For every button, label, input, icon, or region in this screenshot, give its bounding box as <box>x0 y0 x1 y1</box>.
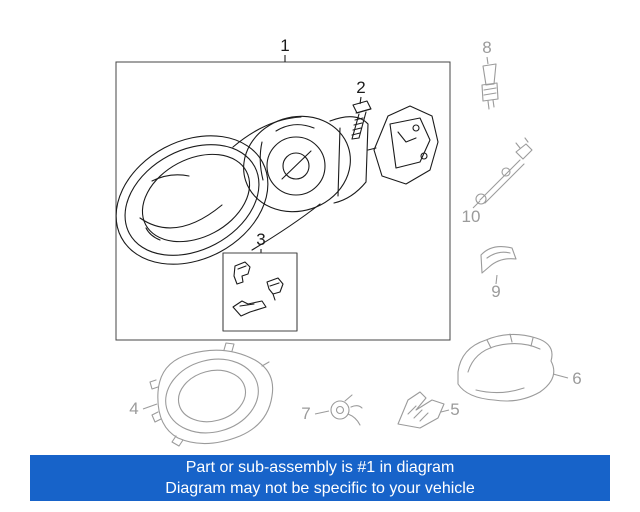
callout-7[interactable]: 7 <box>301 404 330 423</box>
wiring-connector-drawing[interactable] <box>475 137 533 205</box>
banner-line-1: Part or sub-assembly is #1 in diagram <box>185 458 455 476</box>
callout-10-leader <box>472 200 481 209</box>
callout-8-leader <box>486 56 489 65</box>
callout-3-label[interactable]: 3 <box>256 230 265 249</box>
callout-10-label[interactable]: 10 <box>462 207 481 226</box>
callout-10[interactable]: 10 <box>462 200 481 226</box>
diagram-canvas: 1 <box>94 36 582 447</box>
callout-4-leader <box>142 403 158 410</box>
callout-5-leader <box>440 409 450 413</box>
callout-8-label[interactable]: 8 <box>482 38 491 57</box>
callout-4-label[interactable]: 4 <box>129 399 138 418</box>
callout-7-leader <box>314 410 330 415</box>
callout-5[interactable]: 5 <box>440 400 460 419</box>
callout-9-leader <box>495 274 498 285</box>
callout-7-label[interactable]: 7 <box>301 404 310 423</box>
wedge-bulb-drawing[interactable] <box>480 246 517 274</box>
housing-pocket-drawing[interactable] <box>149 342 274 447</box>
callout-1[interactable]: 1 <box>280 36 290 62</box>
callout-9-label[interactable]: 9 <box>491 282 500 301</box>
clips-box-drawing[interactable] <box>222 252 298 332</box>
callout-5-label[interactable]: 5 <box>450 400 459 419</box>
bulb-drawing[interactable] <box>481 63 499 110</box>
main-assembly-box <box>115 61 451 341</box>
callout-3[interactable]: 3 <box>256 230 266 253</box>
callout-6-leader <box>552 373 569 379</box>
callout-8[interactable]: 8 <box>482 38 492 65</box>
banner-line-2: Diagram may not be specific to your vehi… <box>165 479 475 497</box>
callout-2-label[interactable]: 2 <box>356 78 365 97</box>
callout-9[interactable]: 9 <box>491 274 501 301</box>
callout-2[interactable]: 2 <box>356 78 366 105</box>
bolt-drawing[interactable] <box>351 100 372 140</box>
callout-1-label[interactable]: 1 <box>280 36 289 55</box>
bracket-drawing[interactable] <box>397 391 445 429</box>
disclaimer-banner: Part or sub-assembly is #1 in diagram Di… <box>30 455 610 501</box>
cover-drawing[interactable] <box>457 333 555 402</box>
callout-6-label[interactable]: 6 <box>572 369 581 388</box>
callout-6[interactable]: 6 <box>552 369 582 388</box>
bulb-socket-drawing[interactable] <box>330 394 363 426</box>
headlamp-assembly-drawing[interactable] <box>94 103 439 290</box>
callout-4[interactable]: 4 <box>129 399 158 418</box>
